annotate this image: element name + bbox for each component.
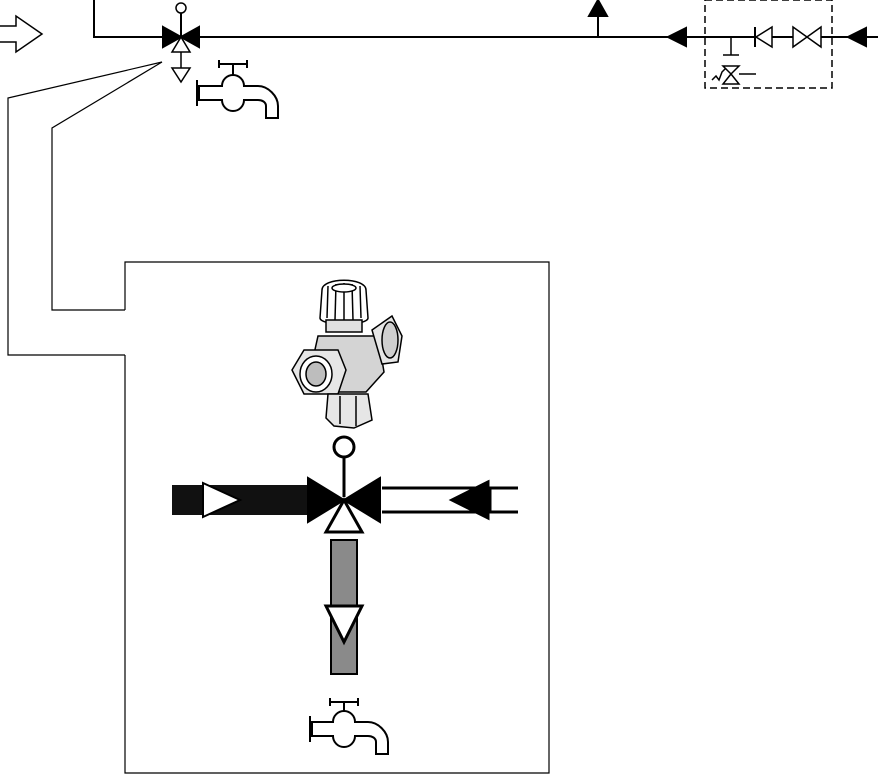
valve-group-box: [704, 0, 833, 89]
flow-arrow-icon: [665, 26, 687, 48]
mixing-valve-illustration: [291, 279, 403, 429]
outlet-faucet-icon: [196, 60, 279, 119]
detail-faucet-icon: [309, 698, 389, 755]
hot-flow-arrow-icon: [202, 481, 243, 519]
callout-leader: [7, 61, 163, 356]
flow-arrow-icon: [845, 26, 867, 48]
shutoff-valve-icon: [792, 25, 822, 49]
hot-water-pipe: [172, 481, 308, 519]
return-flow-arrow-icon: [587, 0, 609, 37]
valve-thermostat-sensor: [332, 435, 356, 497]
pressure-reducing-valve-icon: [711, 37, 756, 85]
mixed-water-pipe: [323, 539, 365, 675]
mixed-flow-arrow-icon: [323, 604, 365, 646]
main-pipe-line: [93, 0, 878, 38]
detail-callout-box: [124, 261, 550, 774]
detail-mixing-valve-symbol: [307, 476, 381, 534]
cold-water-pipe: [382, 479, 518, 521]
check-valve-icon: [754, 25, 773, 49]
thermostatic-mixing-valve-symbol: [162, 2, 200, 84]
top-schematic: [0, 0, 878, 356]
cold-flow-arrow-icon: [448, 479, 490, 521]
inlet-arrow-icon: [0, 14, 44, 54]
